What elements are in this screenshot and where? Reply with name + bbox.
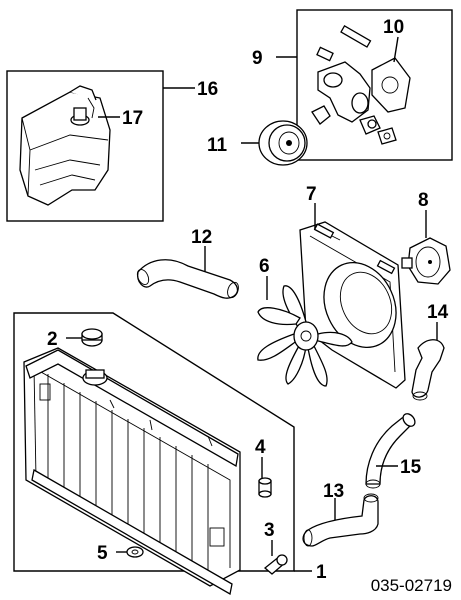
callout-10: 10: [383, 17, 404, 38]
cooling-fan: [257, 285, 353, 387]
radiator-hose-15: [365, 413, 416, 489]
callout-15: 15: [400, 457, 422, 478]
callout-9: 9: [252, 48, 263, 69]
fan-shroud: [299, 221, 406, 389]
reserve-tank-group: [6, 70, 164, 222]
callout-5: 5: [97, 543, 108, 564]
callout-4: 4: [255, 437, 266, 458]
callout-13: 13: [323, 481, 344, 502]
drain-packing: [126, 546, 144, 558]
callout-3: 3: [264, 520, 275, 541]
callout-12: 12: [191, 227, 212, 248]
callout-2: 2: [47, 329, 58, 350]
callout-8: 8: [418, 190, 429, 211]
callout-7: 7: [306, 184, 317, 205]
diagram-code: 035-02719: [371, 576, 452, 595]
radiator-hose-upper: [136, 259, 239, 299]
drain-plug: [263, 554, 288, 575]
radiator-group: [13, 312, 295, 596]
callout-16: 16: [197, 79, 218, 100]
radiator-hose-14: [411, 339, 445, 401]
callout-17: 17: [122, 108, 143, 129]
radiator-hose-lower: [302, 493, 379, 547]
callout-11: 11: [207, 135, 228, 156]
fan-motor: [401, 237, 451, 285]
callout-1: 1: [316, 562, 327, 583]
callout-14: 14: [427, 302, 449, 323]
radiator-cap: [81, 328, 103, 347]
water-pump-pulley: [258, 120, 308, 166]
radiator-cushion: [258, 477, 272, 498]
callout-6: 6: [259, 256, 270, 277]
thermostat-housing-group: [296, 9, 453, 161]
